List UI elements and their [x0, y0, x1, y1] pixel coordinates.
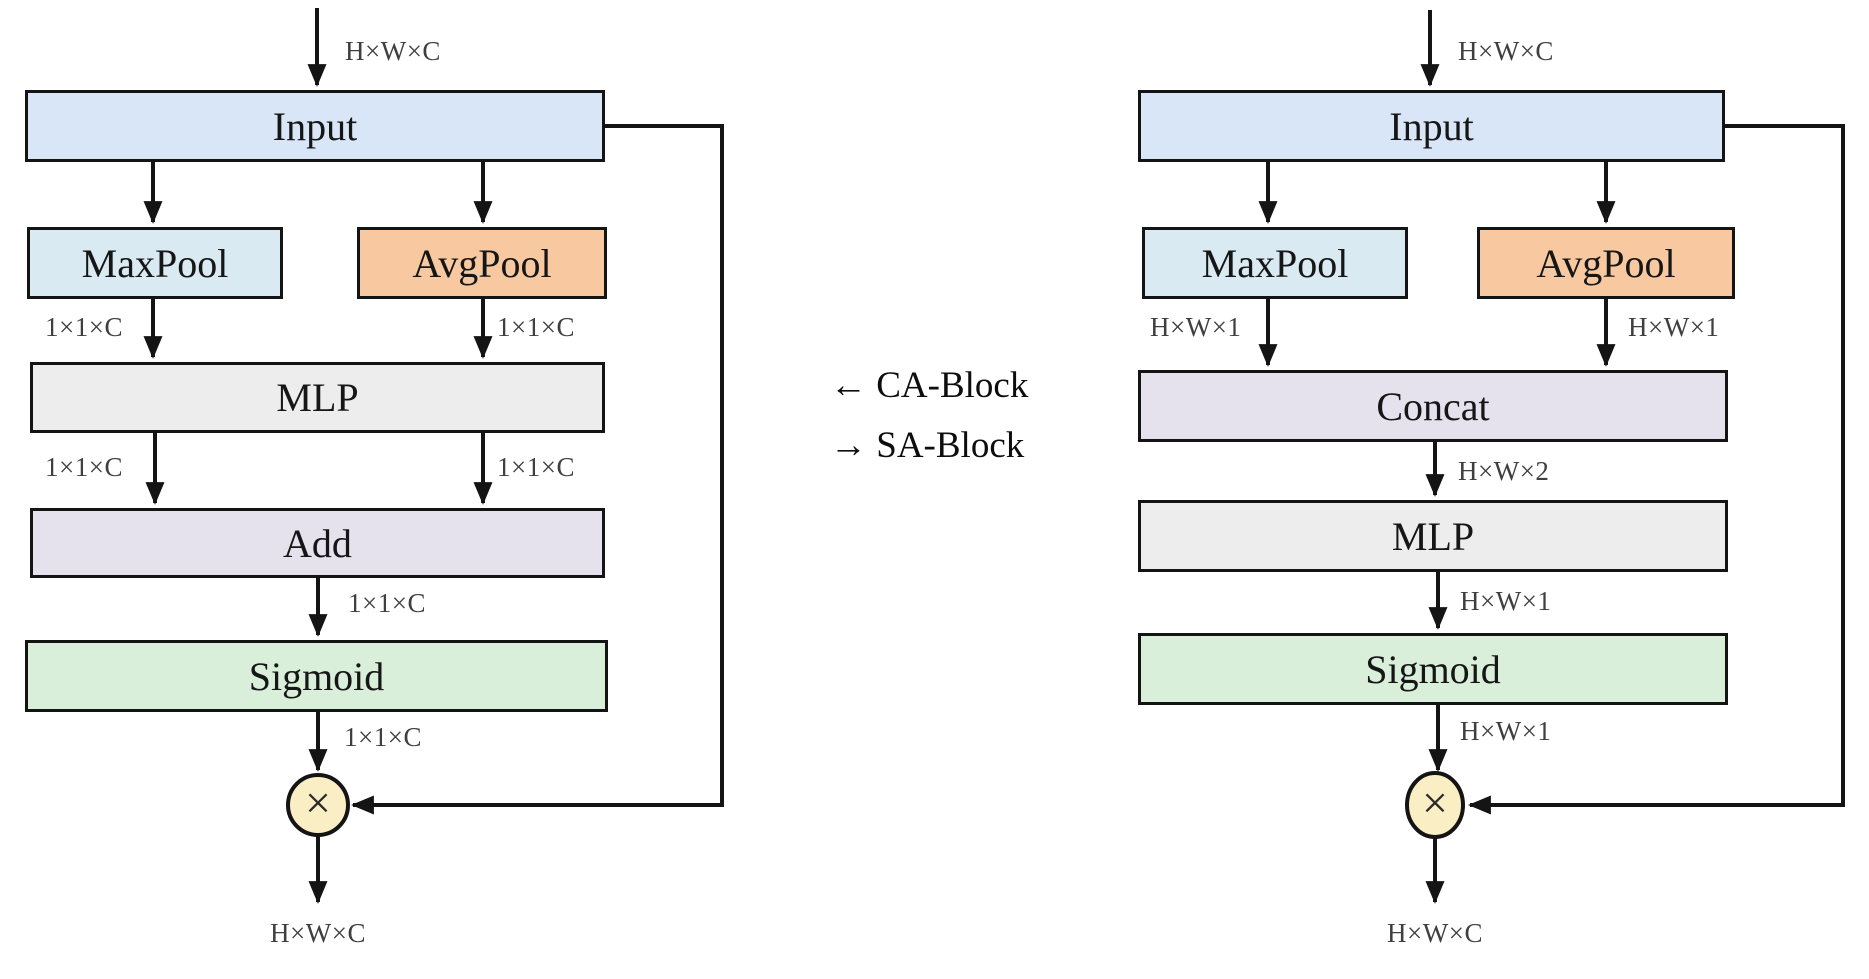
sa-top-shape-label: H×W×C — [1458, 36, 1554, 66]
ca-avgpool-out-label: 1×1×C — [497, 312, 575, 342]
sa-sigmoid-out-label: H×W×1 — [1460, 716, 1552, 746]
sa-multiply-operator: × — [1422, 777, 1448, 829]
ca-maxpool-out-label: 1×1×C — [45, 312, 123, 342]
ca-multiply-operator: × — [305, 777, 331, 829]
sa-maxpool-out-label: H×W×1 — [1150, 312, 1242, 342]
ca-sigmoid-box: Sigmoid — [25, 640, 608, 712]
legend-sa-label: → SA-Block — [830, 425, 1025, 466]
sa-mlp-out-label: H×W×1 — [1460, 586, 1552, 616]
ca-sigmoid-out-label: 1×1×C — [344, 722, 422, 752]
ca-mlp-out-left-label: 1×1×C — [45, 452, 123, 482]
sa-avgpool-out-label: H×W×1 — [1628, 312, 1720, 342]
ca-maxpool-box: MaxPool — [27, 227, 283, 299]
sa-maxpool-box: MaxPool — [1142, 227, 1408, 299]
sa-avgpool-box: AvgPool — [1477, 227, 1735, 299]
sa-mlp-box: MLP — [1138, 500, 1728, 572]
sa-sigmoid-box: Sigmoid — [1138, 633, 1728, 705]
legend-ca-label: ← CA-Block — [830, 365, 1029, 406]
ca-mlp-out-right-label: 1×1×C — [497, 452, 575, 482]
ca-avgpool-box: AvgPool — [357, 227, 607, 299]
ca-input-box: Input — [25, 90, 605, 162]
ca-top-shape-label: H×W×C — [345, 36, 441, 66]
sa-output-shape-label: H×W×C — [1387, 918, 1483, 948]
ca-mlp-box: MLP — [30, 362, 605, 433]
sa-concat-box: Concat — [1138, 370, 1728, 442]
sa-input-box: Input — [1138, 90, 1725, 162]
ca-add-out-label: 1×1×C — [348, 588, 426, 618]
sa-concat-out-label: H×W×2 — [1458, 456, 1550, 486]
ca-output-shape-label: H×W×C — [270, 918, 366, 948]
ca-add-box: Add — [30, 508, 605, 578]
